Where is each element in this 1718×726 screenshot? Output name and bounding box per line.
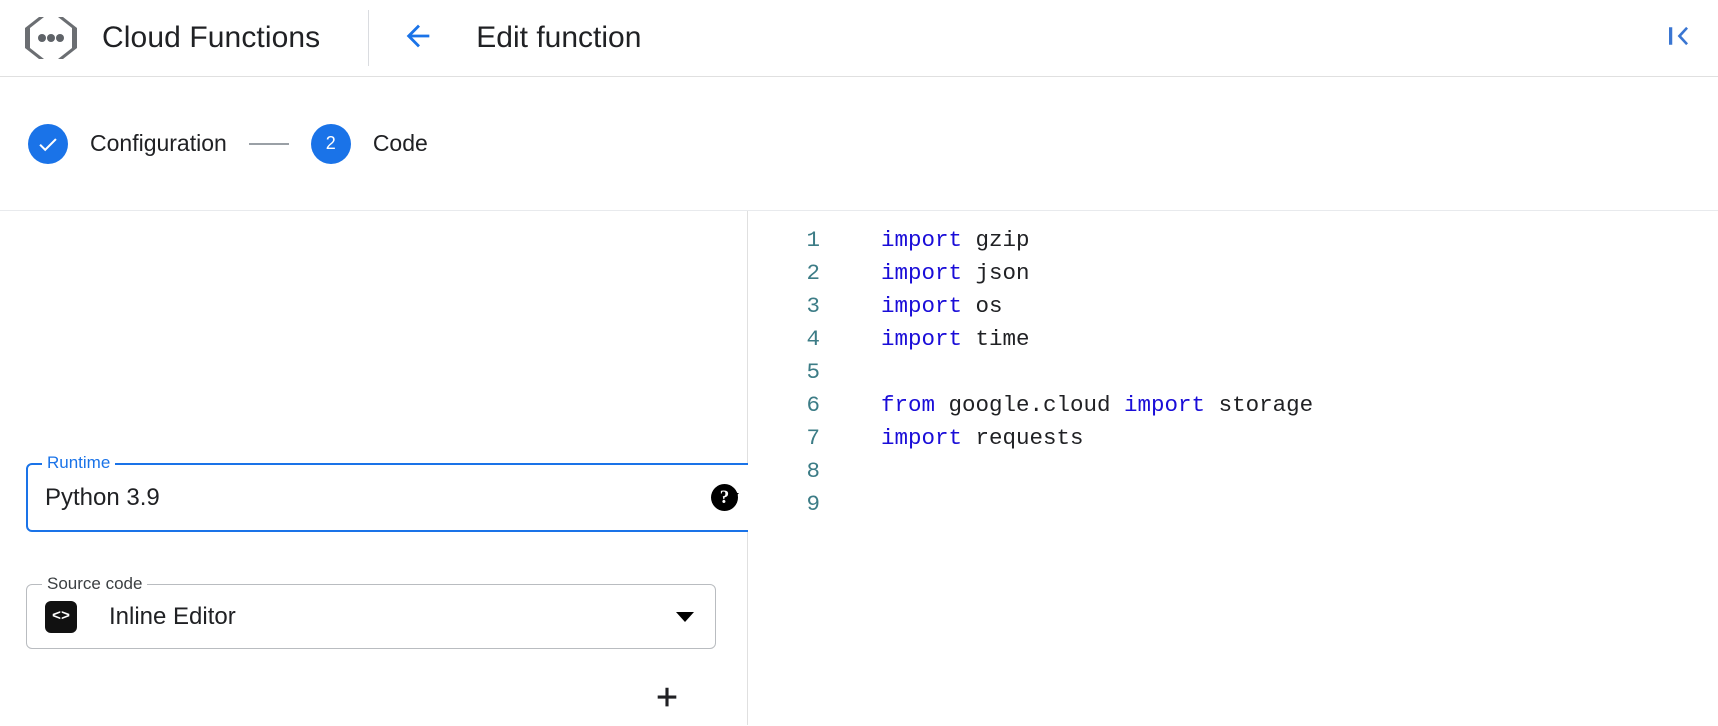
line-number: 7 (806, 424, 820, 451)
code-line-text: import time (826, 326, 1030, 352)
code-line: 9 (748, 487, 1718, 520)
code-identifier: json (962, 259, 1030, 286)
code-line-text: import json (826, 260, 1030, 286)
code-line: 5 (748, 355, 1718, 388)
code-keyword: import (881, 226, 963, 253)
step-code-indicator: 2 (310, 123, 351, 164)
line-number: 1 (806, 226, 820, 253)
add-file-button[interactable] (645, 675, 689, 719)
wizard-stepper: Configuration 2 Code (0, 77, 1718, 211)
left-pane: Runtime Python 3.9 ? Source code <> Inli… (0, 211, 761, 725)
cloud-functions-logo-icon (22, 14, 80, 62)
code-line-text: import requests (826, 425, 1084, 451)
runtime-value: Python 3.9 (45, 483, 160, 511)
stepper-connector (248, 142, 289, 145)
step-configuration-label: Configuration (90, 130, 227, 156)
runtime-select[interactable]: Runtime Python 3.9 (26, 453, 761, 532)
step-code-label: Code (372, 130, 428, 156)
page-title: Edit function (476, 21, 642, 54)
code-keyword: import (881, 259, 963, 286)
code-line-text: from google.cloud import storage (826, 392, 1313, 418)
brand-home-link[interactable]: Cloud Functions (0, 0, 320, 76)
runtime-help-icon[interactable]: ? (711, 484, 738, 511)
code-keyword: import (1124, 391, 1206, 418)
line-number: 5 (806, 358, 820, 385)
line-number: 8 (806, 457, 820, 484)
line-number: 3 (806, 292, 820, 319)
source-code-row: <> Inline Editor (26, 584, 716, 649)
source-code-select[interactable]: Source code <> Inline Editor (26, 574, 716, 649)
code-line-text: import os (826, 293, 1003, 319)
code-identifier: storage (1205, 391, 1314, 418)
plus-icon (652, 682, 682, 712)
code-identifier: time (962, 325, 1030, 352)
collapse-panel-icon (1664, 21, 1694, 56)
topbar-divider (368, 10, 370, 66)
collapse-panel-button[interactable] (1658, 17, 1700, 59)
top-app-bar: Cloud Functions Edit function (0, 0, 1718, 77)
code-keyword: from (881, 391, 936, 418)
code-keyword: import (881, 424, 963, 451)
source-code-value: Inline Editor (109, 602, 236, 630)
step-configuration-indicator (28, 123, 68, 164)
code-identifier: os (962, 292, 1003, 319)
brand-title: Cloud Functions (102, 21, 321, 54)
code-identifier: gzip (962, 226, 1030, 253)
content-area: Runtime Python 3.9 ? Source code <> Inli… (0, 211, 1718, 725)
step-code[interactable]: 2 Code (310, 123, 428, 164)
arrow-left-icon (401, 19, 435, 58)
runtime-label: Runtime (42, 453, 116, 473)
code-identifier: requests (962, 424, 1084, 451)
line-number: 4 (806, 325, 820, 352)
code-identifier: google.cloud (935, 391, 1125, 418)
code-brackets-icon: <> (45, 600, 77, 633)
source-code-label: Source code (42, 574, 148, 594)
code-line-text: import gzip (826, 227, 1030, 253)
code-keyword: import (881, 292, 963, 319)
back-button[interactable] (395, 15, 441, 61)
line-number: 2 (806, 259, 820, 286)
step-configuration[interactable]: Configuration (28, 123, 227, 164)
line-number: 9 (806, 490, 820, 517)
chevron-down-icon[interactable] (676, 611, 694, 622)
code-line: 8 (748, 454, 1718, 487)
code-keyword: import (881, 325, 963, 352)
line-number: 6 (806, 391, 820, 418)
